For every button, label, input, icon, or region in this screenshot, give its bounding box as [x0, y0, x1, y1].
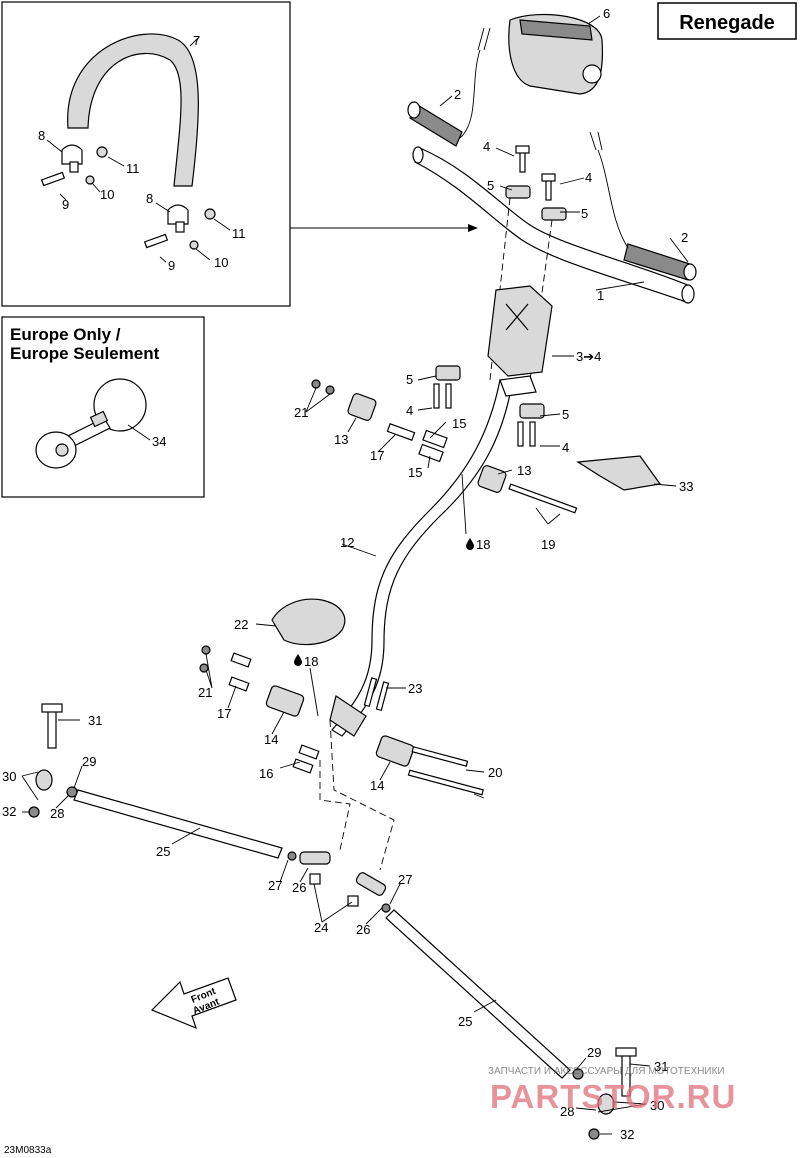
handguard-loop: [67, 33, 199, 187]
callout-33: 33: [679, 479, 693, 494]
upper-bushing-right: [477, 465, 578, 514]
model-title-box: Renegade: [657, 2, 797, 40]
callout-21a: 21: [294, 405, 308, 420]
europe-title-line2: Europe Seulement: [10, 344, 160, 363]
handlebar-pad: [508, 13, 604, 95]
upper-bushing-left: [347, 393, 448, 463]
callout-27a: 27: [268, 878, 282, 893]
grip-right: [589, 131, 697, 281]
clamp-upper: [40, 144, 108, 187]
rod-ends-middle: [287, 851, 391, 913]
callout-11a: 11: [126, 161, 140, 176]
callout-2a: 2: [454, 87, 461, 102]
callout-28b: 28: [560, 1104, 574, 1119]
callout-13b: 13: [517, 463, 531, 478]
callout-5d: 5: [562, 407, 569, 422]
callout-8a: 8: [38, 128, 45, 143]
callout-34: 34: [152, 434, 166, 449]
callout-4d: 4: [562, 440, 569, 455]
callout-10a: 10: [100, 187, 114, 202]
watermark-subtitle: ЗАПЧАСТИ И АКСЕССУАРЫ ДЛЯ МОТОТЕХНИКИ: [488, 1066, 725, 1077]
callout-5b: 5: [581, 206, 588, 221]
callout-30b: 30: [650, 1098, 664, 1113]
upper-clamps: [505, 145, 567, 221]
column-cover: [271, 598, 346, 646]
callout-4a: 4: [483, 139, 490, 154]
callout-7: 7: [193, 33, 200, 48]
callout-12: 12: [340, 535, 354, 550]
callout-4b: 4: [585, 170, 592, 185]
callout-13a: 13: [334, 432, 348, 447]
handlebar: [412, 146, 695, 304]
callout-14b: 14: [370, 778, 384, 793]
callout-29a: 29: [82, 754, 96, 769]
callout-26a: 26: [292, 880, 306, 895]
callout-24: 24: [314, 920, 328, 935]
callout-3: 3➔4: [576, 349, 601, 364]
riser-block: [487, 285, 553, 377]
plate: [576, 455, 662, 491]
tie-rod-left: [28, 703, 283, 859]
horn: [35, 378, 147, 469]
callout-23: 23: [408, 681, 422, 696]
callout-17b: 17: [217, 706, 231, 721]
callout-5a: 5: [487, 178, 494, 193]
callout-19: 19: [541, 537, 555, 552]
grip-left: [407, 27, 491, 147]
callout-31b: 31: [654, 1059, 668, 1074]
callout-18b: 18: [304, 654, 318, 669]
watermark-brand: PARTSTOR.RU: [490, 1078, 736, 1115]
drawing-code: 23M0833a: [4, 1145, 52, 1156]
callout-15a: 15: [452, 416, 466, 431]
callout-labels: 6 2 4 4 5 5 2 1 3➔4 5 4 5 4 21 13 17 15 …: [2, 6, 693, 1142]
callout-1: 1: [597, 288, 604, 303]
callout-15b: 15: [408, 465, 422, 480]
callout-18a: 18: [476, 537, 490, 552]
callout-17a: 17: [370, 448, 384, 463]
callout-5c: 5: [406, 372, 413, 387]
callout-30a: 30: [2, 769, 16, 784]
callout-32a: 32: [2, 804, 16, 819]
callout-8b: 8: [146, 191, 153, 206]
europe-title-line1: Europe Only /: [10, 325, 121, 344]
callout-6: 6: [603, 6, 610, 21]
nuts-upper: [311, 379, 335, 395]
watermark: ЗАПЧАСТИ И АКСЕССУАРЫ ДЛЯ МОТОТЕХНИКИ PA…: [488, 1066, 736, 1115]
callout-9b: 9: [168, 258, 175, 273]
bolts-23: [363, 677, 390, 712]
callout-26b: 26: [356, 922, 370, 937]
lower-clamps: [433, 365, 545, 447]
callout-21b: 21: [198, 685, 212, 700]
callout-32b: 32: [620, 1127, 634, 1142]
callout-27b: 27: [398, 872, 412, 887]
callout-11b: 11: [232, 226, 246, 241]
model-title: Renegade: [679, 12, 775, 34]
tie-rod-right: [385, 909, 637, 1140]
callout-4c: 4: [406, 403, 413, 418]
oil-drop-icon: [294, 654, 302, 666]
callout-2b: 2: [681, 230, 688, 245]
oil-drop-icon: [466, 538, 474, 550]
callout-31a: 31: [88, 713, 102, 728]
lower-bushing-left: [199, 645, 320, 774]
clamp-lower: [143, 204, 216, 250]
callout-22: 22: [234, 617, 248, 632]
callout-25a: 25: [156, 844, 170, 859]
guard-inset-box: 7 8 11 10 9 8 11 10 9: [1, 1, 291, 307]
europe-inset-box: Europe Only / Europe Seulement 34: [1, 316, 205, 498]
callout-16: 16: [259, 766, 273, 781]
callout-9a: 9: [62, 197, 69, 212]
front-direction-arrow: Front Avant: [150, 977, 237, 1030]
callout-28a: 28: [50, 806, 64, 821]
lower-bushing-right: [375, 735, 484, 796]
callout-29b: 29: [587, 1045, 601, 1060]
callout-14a: 14: [264, 732, 278, 747]
callout-25b: 25: [458, 1014, 472, 1029]
callout-10b: 10: [214, 255, 228, 270]
leaders: [21, 15, 689, 1135]
steering-column: [329, 375, 537, 737]
callout-20: 20: [488, 765, 502, 780]
